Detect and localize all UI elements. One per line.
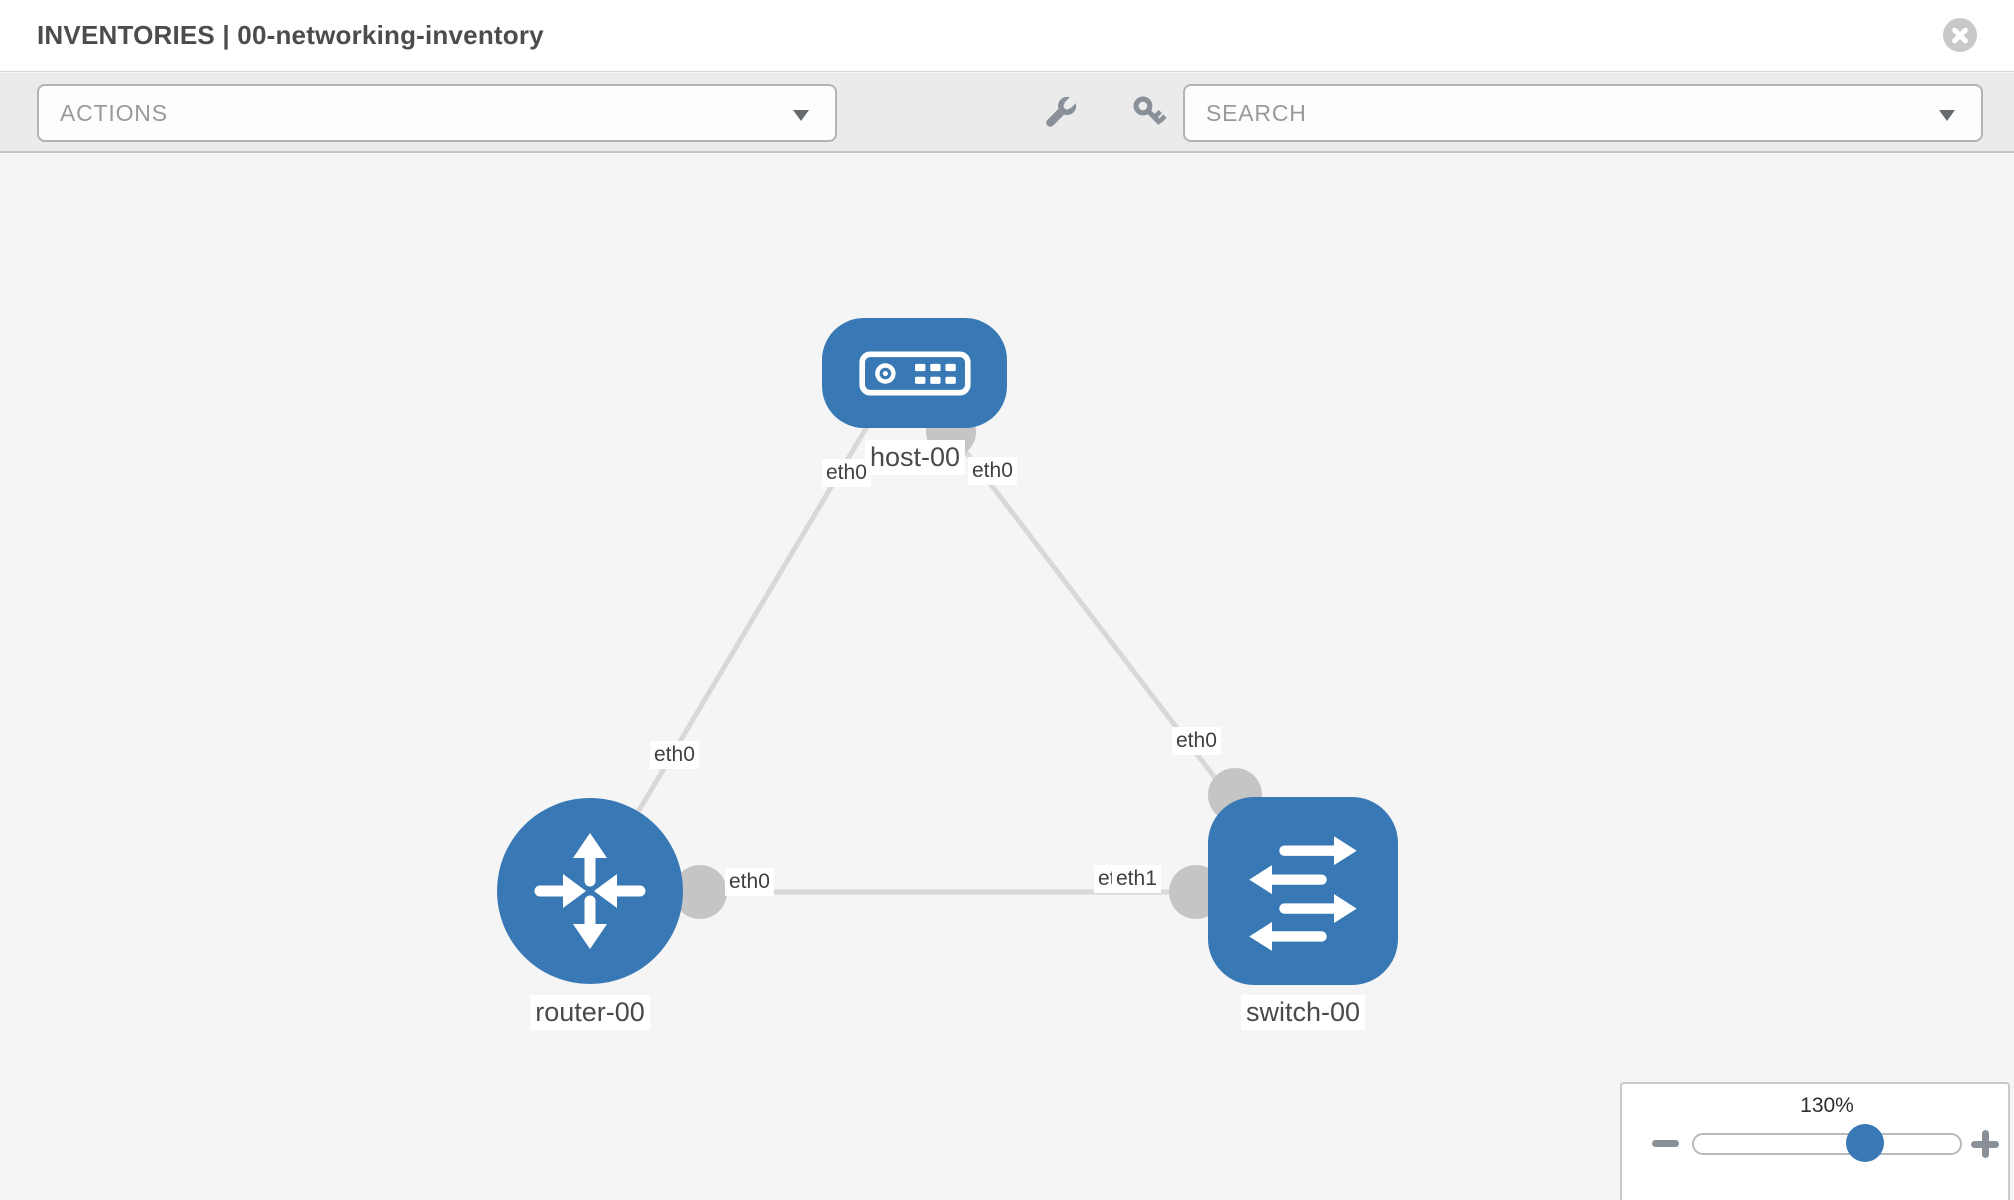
- node-label-switch: switch-00: [1240, 995, 1366, 1030]
- interface-label-router-eth0: eth0: [725, 868, 774, 896]
- plus-icon: [1981, 1130, 1989, 1158]
- wrench-icon[interactable]: [1040, 93, 1080, 133]
- actions-dropdown-label: ACTIONS: [60, 99, 168, 126]
- interface-label-switch-eth0-top: eth0: [1172, 727, 1221, 755]
- chevron-down-icon: [1939, 110, 1955, 121]
- interface-label-router-eth0-top: eth0: [650, 741, 699, 769]
- topology-canvas[interactable]: host-00 router-00 switch-00 eth0 eth0 et…: [0, 155, 2014, 1200]
- host-icon: [858, 351, 971, 395]
- chevron-down-icon: [793, 110, 809, 121]
- actions-dropdown[interactable]: ACTIONS: [37, 84, 837, 142]
- zoom-in-button[interactable]: [1971, 1130, 1999, 1158]
- router-icon: [534, 833, 646, 949]
- node-label-host: host-00: [864, 440, 966, 475]
- switch-icon: [1249, 836, 1357, 951]
- interface-label-host-eth0-left: eth0: [822, 459, 871, 487]
- interface-label-host-eth0-right: eth0: [968, 457, 1017, 485]
- close-button[interactable]: [1943, 18, 1977, 52]
- panel-header: INVENTORIES | 00-networking-inventory: [0, 0, 2014, 72]
- page-title: INVENTORIES | 00-networking-inventory: [37, 20, 544, 50]
- toolbar: ACTIONS SEARCH: [0, 73, 2014, 153]
- port-router-eth0[interactable]: [673, 865, 727, 919]
- topology-links-layer: [587, 407, 1305, 919]
- node-router-00[interactable]: [497, 798, 683, 984]
- node-label-router: router-00: [530, 995, 650, 1030]
- node-switch-00[interactable]: [1208, 797, 1398, 985]
- search-dropdown[interactable]: SEARCH: [1183, 84, 1983, 142]
- zoom-out-button[interactable]: [1652, 1140, 1679, 1147]
- key-icon[interactable]: [1130, 93, 1170, 133]
- zoom-control-panel: 130%: [1620, 1082, 2010, 1200]
- node-host-00[interactable]: [822, 318, 1007, 428]
- zoom-slider-track[interactable]: [1692, 1133, 1962, 1155]
- interface-label-switch-eth1: eth1: [1112, 865, 1161, 893]
- zoom-level-value: 130%: [1800, 1094, 1854, 1117]
- search-dropdown-label: SEARCH: [1206, 99, 1307, 126]
- tool-icon-group: [1040, 73, 1170, 153]
- zoom-slider-thumb[interactable]: [1846, 1124, 1884, 1162]
